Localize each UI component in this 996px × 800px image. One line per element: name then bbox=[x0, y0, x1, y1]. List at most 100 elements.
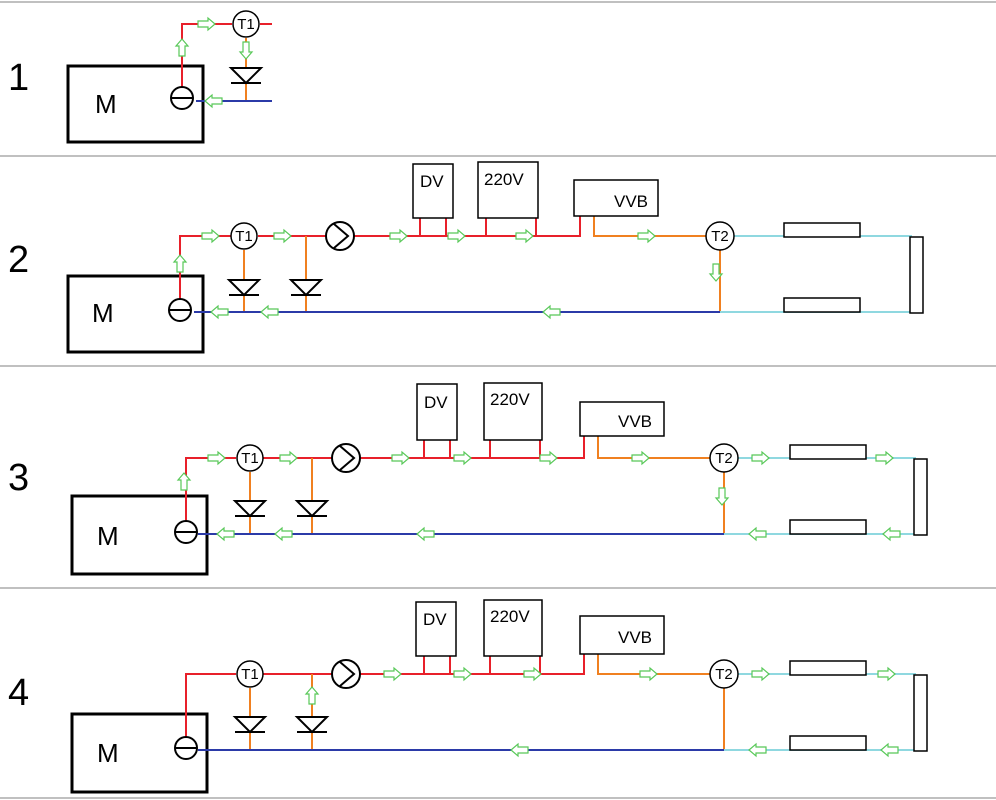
flow-arrow-icon bbox=[175, 38, 189, 57]
radiator bbox=[909, 236, 924, 314]
dv-label: DV bbox=[424, 393, 448, 412]
flow-arrow-icon bbox=[453, 667, 472, 681]
flow-arrow-icon bbox=[515, 229, 534, 243]
flow-arrow-icon bbox=[875, 451, 894, 465]
circulation-pump-icon bbox=[325, 221, 355, 251]
check-valve-icon bbox=[234, 500, 266, 517]
sensor-t1: T1 bbox=[230, 222, 258, 250]
sensor-t1: T1 bbox=[236, 660, 264, 688]
flow-arrow-icon bbox=[877, 667, 896, 681]
sensor-t2: T2 bbox=[709, 443, 739, 473]
panel-number: 2 bbox=[8, 239, 29, 281]
flow-arrow-icon bbox=[305, 686, 319, 705]
vvb-pipe bbox=[597, 654, 710, 675]
flow-arrow-icon bbox=[639, 667, 658, 681]
sensor-t2: T2 bbox=[705, 221, 735, 251]
power-220v-label: 220V bbox=[484, 170, 524, 189]
dv-box bbox=[416, 383, 458, 441]
flow-arrow-icon bbox=[204, 94, 223, 108]
radiator bbox=[913, 674, 928, 752]
check-valve-icon bbox=[234, 716, 266, 733]
supply-pipe bbox=[185, 673, 236, 740]
flow-arrow-icon bbox=[173, 254, 187, 273]
check-valve-icon bbox=[230, 67, 262, 84]
power-220v-label: 220V bbox=[490, 607, 530, 626]
circulation-pump-icon bbox=[331, 443, 361, 473]
motor-label: M bbox=[97, 521, 119, 551]
radiator bbox=[789, 519, 867, 535]
panel-number: 4 bbox=[8, 672, 29, 714]
supply-pipe bbox=[536, 216, 581, 237]
sensor-label: T2 bbox=[715, 450, 733, 467]
check-valve-icon bbox=[228, 279, 260, 296]
vvb-box bbox=[579, 615, 665, 655]
sensor-label: T1 bbox=[237, 16, 255, 33]
boiler-pump-icon bbox=[174, 520, 198, 544]
flow-arrow-icon bbox=[239, 41, 253, 60]
flow-arrow-icon bbox=[751, 667, 770, 681]
dv-label: DV bbox=[423, 610, 447, 629]
panel-4: 4 M T1 T2 DV 22 bbox=[8, 599, 928, 794]
flow-arrow-icon bbox=[197, 17, 216, 31]
sensor-label: T1 bbox=[241, 666, 259, 683]
power-220v-box bbox=[477, 161, 539, 219]
flow-arrow-icon bbox=[748, 743, 767, 757]
dv-box bbox=[415, 601, 457, 657]
flow-arrow-icon bbox=[274, 527, 293, 541]
circulation-pump-icon bbox=[331, 659, 361, 689]
flow-arrow-icon bbox=[210, 305, 229, 319]
power-220v-box bbox=[483, 599, 543, 657]
flow-arrow-icon bbox=[389, 229, 408, 243]
flow-arrow-icon bbox=[207, 451, 226, 465]
vvb-box bbox=[579, 401, 665, 437]
sensor-t2: T2 bbox=[709, 659, 739, 689]
flow-arrow-icon bbox=[201, 229, 220, 243]
power-220v-label: 220V bbox=[490, 390, 530, 409]
vvb-label: VVB bbox=[618, 412, 652, 431]
motor-label: M bbox=[95, 89, 117, 119]
sensor-label: T2 bbox=[711, 228, 729, 245]
flow-arrow-icon bbox=[453, 451, 472, 465]
dv-label: DV bbox=[420, 172, 444, 191]
vvb-pipe bbox=[597, 436, 710, 459]
sensor-t1: T1 bbox=[232, 10, 260, 38]
supply-pipe bbox=[489, 440, 541, 459]
vvb-box bbox=[573, 179, 659, 217]
flow-arrow-icon bbox=[880, 743, 899, 757]
radiator bbox=[789, 735, 867, 751]
vvb-pipe bbox=[593, 216, 706, 237]
flow-arrow-icon bbox=[751, 451, 770, 465]
radiator bbox=[789, 660, 867, 676]
panel-3: 3 M T1 T2 DV 22 bbox=[8, 382, 928, 576]
supply-pipe bbox=[423, 656, 451, 675]
check-valve-icon bbox=[290, 279, 322, 296]
flow-arrow-icon bbox=[177, 472, 191, 491]
boiler-pump-icon bbox=[168, 298, 192, 322]
boiler-pump-icon bbox=[174, 736, 198, 760]
flow-arrow-icon bbox=[539, 451, 558, 465]
boiler-pump-icon bbox=[170, 86, 194, 110]
flow-arrow-icon bbox=[715, 487, 729, 506]
flow-arrow-icon bbox=[273, 229, 292, 243]
flow-arrow-icon bbox=[631, 451, 650, 465]
radiator bbox=[783, 297, 861, 313]
sensor-label: T1 bbox=[235, 228, 253, 245]
check-valve-icon bbox=[296, 500, 328, 517]
sensor-label: T2 bbox=[715, 666, 733, 683]
radiator bbox=[783, 222, 861, 238]
dv-box bbox=[412, 163, 454, 219]
flow-arrow-icon bbox=[542, 305, 561, 319]
radiator bbox=[913, 458, 928, 536]
flow-arrow-icon bbox=[510, 743, 529, 757]
sensor-label: T1 bbox=[241, 450, 259, 467]
check-valve-icon bbox=[296, 716, 328, 733]
radiator bbox=[789, 444, 867, 460]
flow-arrow-icon bbox=[391, 451, 410, 465]
vvb-label: VVB bbox=[618, 628, 652, 647]
flow-arrow-icon bbox=[216, 527, 235, 541]
panel-number: 3 bbox=[8, 457, 29, 499]
motor-label: M bbox=[92, 298, 114, 328]
vvb-label: VVB bbox=[614, 192, 648, 211]
supply-pipe bbox=[540, 654, 585, 675]
